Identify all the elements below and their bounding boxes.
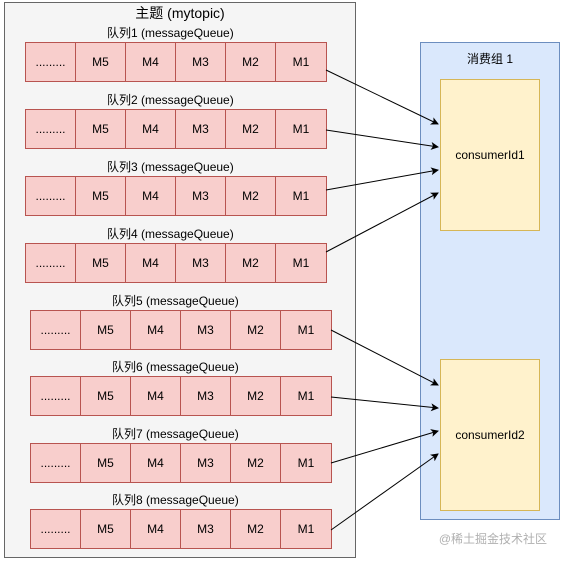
queue-cell-message: M5: [81, 510, 131, 548]
queue-cell-ellipsis: .........: [26, 43, 76, 81]
queue-cell-message: M3: [176, 177, 226, 215]
queue-cell-message: M4: [131, 377, 181, 415]
queue-3: ......... M5 M4 M3 M2 M1: [25, 176, 327, 216]
consumer-1-label: consumerId1: [455, 148, 525, 162]
queue-cell-message: M5: [76, 43, 126, 81]
queue-cell-message: M3: [181, 444, 231, 482]
queue-cell-message: M5: [76, 110, 126, 148]
queue-cell-message: M3: [176, 43, 226, 81]
queue-cell-message: M5: [81, 444, 131, 482]
queue-cell-message: M2: [226, 43, 276, 81]
queue-cell-message: M4: [126, 110, 176, 148]
queue-8-label: 队列8 (messageQueue): [112, 493, 239, 507]
consumer-2-box: consumerId2: [440, 359, 540, 511]
queue-cell-message: M1: [281, 377, 331, 415]
queue-cell-message: M2: [226, 110, 276, 148]
queue-cell-message: M4: [131, 444, 181, 482]
watermark: @稀土掘金技术社区: [438, 532, 547, 546]
queue-cell-ellipsis: .........: [31, 377, 81, 415]
queue-cell-message: M2: [226, 244, 276, 282]
queue-cell-ellipsis: .........: [31, 444, 81, 482]
consumer-group-title: 消费组 1: [466, 52, 513, 66]
queue-cell-message: M1: [276, 110, 326, 148]
queue-cell-message: M2: [231, 510, 281, 548]
topic-title: 主题 (mytopic): [135, 5, 225, 21]
queue-cell-message: M2: [231, 311, 281, 349]
queue-cell-message: M1: [276, 177, 326, 215]
queue-cell-ellipsis: .........: [31, 311, 81, 349]
queue-1: ......... M5 M4 M3 M2 M1: [25, 42, 327, 82]
queue-cell-message: M3: [176, 110, 226, 148]
queue-cell-message: M1: [281, 311, 331, 349]
queue-6: ......... M5 M4 M3 M2 M1: [30, 376, 332, 416]
queue-cell-message: M3: [176, 244, 226, 282]
queue-cell-message: M5: [81, 311, 131, 349]
queue-6-label: 队列6 (messageQueue): [112, 360, 239, 374]
queue-4-label: 队列4 (messageQueue): [107, 227, 234, 241]
queue-2: ......... M5 M4 M3 M2 M1: [25, 109, 327, 149]
queue-5: ......... M5 M4 M3 M2 M1: [30, 310, 332, 350]
queue-cell-message: M2: [231, 377, 281, 415]
queue-cell-message: M1: [276, 43, 326, 81]
queue-1-label: 队列1 (messageQueue): [107, 26, 234, 40]
queue-cell-message: M1: [281, 510, 331, 548]
queue-cell-message: M5: [76, 244, 126, 282]
queue-cell-message: M1: [276, 244, 326, 282]
queue-cell-ellipsis: .........: [26, 110, 76, 148]
queue-cell-message: M4: [126, 244, 176, 282]
queue-2-label: 队列2 (messageQueue): [107, 93, 234, 107]
queue-3-label: 队列3 (messageQueue): [107, 160, 234, 174]
queue-7: ......... M5 M4 M3 M2 M1: [30, 443, 332, 483]
queue-cell-message: M4: [126, 43, 176, 81]
queue-cell-ellipsis: .........: [26, 244, 76, 282]
queue-8: ......... M5 M4 M3 M2 M1: [30, 509, 332, 549]
queue-cell-message: M2: [226, 177, 276, 215]
queue-cell-message: M3: [181, 510, 231, 548]
consumer-1-box: consumerId1: [440, 79, 540, 231]
queue-cell-message: M3: [181, 377, 231, 415]
queue-cell-message: M2: [231, 444, 281, 482]
queue-cell-message: M4: [131, 510, 181, 548]
queue-cell-message: M4: [126, 177, 176, 215]
queue-cell-message: M3: [181, 311, 231, 349]
consumer-2-label: consumerId2: [455, 428, 525, 442]
queue-cell-message: M5: [81, 377, 131, 415]
queue-cell-message: M4: [131, 311, 181, 349]
queue-cell-ellipsis: .........: [31, 510, 81, 548]
queue-7-label: 队列7 (messageQueue): [112, 427, 239, 441]
queue-cell-message: M5: [76, 177, 126, 215]
queue-5-label: 队列5 (messageQueue): [112, 294, 239, 308]
queue-cell-message: M1: [281, 444, 331, 482]
queue-4: ......... M5 M4 M3 M2 M1: [25, 243, 327, 283]
queue-cell-ellipsis: .........: [26, 177, 76, 215]
